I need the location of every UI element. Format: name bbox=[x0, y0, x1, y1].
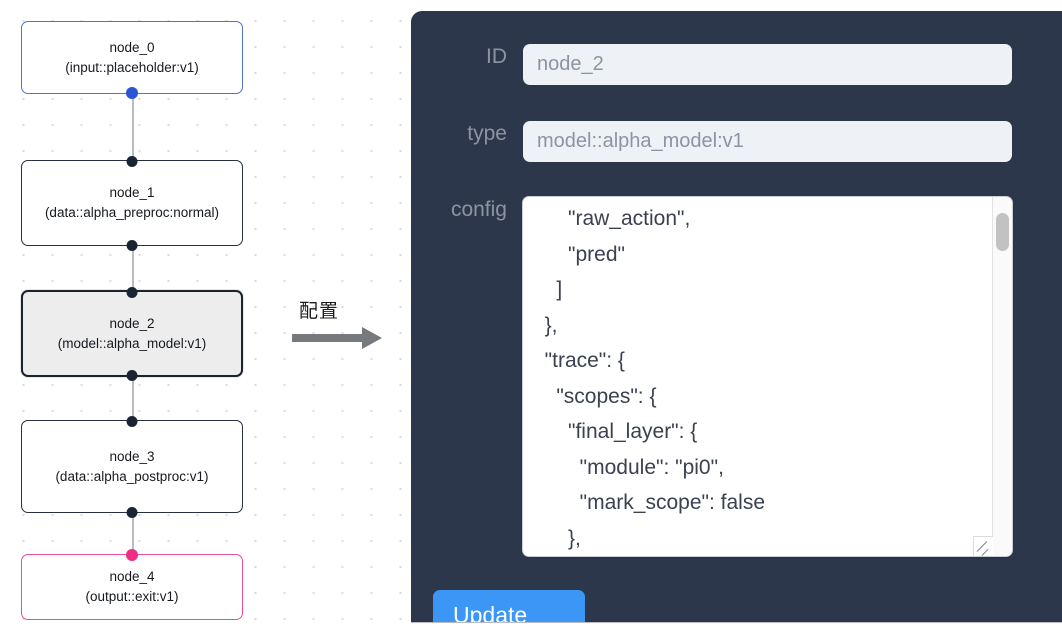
field-row-type: type model::alpha_model:v1 bbox=[411, 121, 1012, 162]
node-handle-target[interactable] bbox=[126, 415, 138, 427]
node-subtitle: (output::exit:v1) bbox=[85, 589, 179, 604]
edge-node1-node2 bbox=[131, 245, 134, 295]
flow-canvas[interactable]: node_0 (input::placeholder:v1) node_1 (d… bbox=[0, 0, 400, 643]
graph-node-node_3[interactable]: node_3 (data::alpha_postproc:v1) bbox=[21, 415, 243, 518]
node-handle-source[interactable] bbox=[126, 369, 138, 381]
config-field-label: config bbox=[450, 198, 507, 221]
node-subtitle: (model::alpha_model:v1) bbox=[57, 335, 207, 351]
node-title: node_1 bbox=[109, 185, 155, 201]
field-row-config: config "raw_action", "pred" ] }, "trace"… bbox=[411, 197, 1012, 556]
panel-bottom-divider bbox=[411, 622, 1062, 623]
graph-node-node_0[interactable]: node_0 (input::placeholder:v1) bbox=[21, 21, 243, 99]
graph-node-node_1[interactable]: node_1 (data::alpha_preproc:normal) bbox=[21, 155, 243, 251]
edge-node2-node3 bbox=[131, 376, 134, 420]
id-field-label: ID bbox=[486, 45, 507, 68]
arrow-shaft bbox=[292, 334, 366, 342]
config-scrollbar-thumb[interactable] bbox=[996, 213, 1009, 251]
config-textarea[interactable]: "raw_action", "pred" ] }, "trace": { "sc… bbox=[544, 207, 765, 550]
id-input[interactable]: node_2 bbox=[523, 44, 1012, 85]
arrow-head-icon bbox=[362, 327, 382, 349]
annotation-label: 配置 bbox=[299, 300, 340, 322]
edge-node3-node4 bbox=[131, 512, 134, 554]
config-textarea-wrapper[interactable]: "raw_action", "pred" ] }, "trace": { "sc… bbox=[523, 197, 1012, 556]
node-handle-target[interactable] bbox=[126, 549, 138, 561]
node-handle-target[interactable] bbox=[126, 286, 138, 298]
node-subtitle: (data::alpha_postproc:v1) bbox=[55, 468, 209, 484]
node-handle-target[interactable] bbox=[126, 155, 138, 167]
node-title: node_3 bbox=[109, 448, 155, 464]
node-config-panel: ID node_2 type model::alpha_model:v1 con… bbox=[411, 11, 1062, 622]
resize-grip-icon[interactable] bbox=[973, 536, 993, 556]
node-subtitle: (input::placeholder:v1) bbox=[65, 59, 199, 75]
node-handle-source[interactable] bbox=[126, 506, 138, 518]
node-title: node_2 bbox=[109, 315, 155, 331]
update-button[interactable]: Update bbox=[433, 590, 585, 622]
node-title: node_0 bbox=[109, 39, 155, 55]
annotation-arrow-group: 配置 bbox=[292, 296, 392, 358]
type-input[interactable]: model::alpha_model:v1 bbox=[523, 121, 1012, 162]
graph-node-node_4[interactable]: node_4 (output::exit:v1) bbox=[21, 549, 243, 620]
type-field-label: type bbox=[467, 122, 507, 145]
node-subtitle: (data::alpha_preproc:normal) bbox=[44, 205, 220, 220]
node-handle-source[interactable] bbox=[126, 239, 138, 251]
node-title: node_4 bbox=[109, 569, 155, 585]
node-handle-source[interactable] bbox=[126, 87, 138, 99]
field-row-id: ID node_2 bbox=[411, 44, 1012, 85]
edge-node0-node1 bbox=[131, 93, 134, 161]
graph-node-node_2[interactable]: node_2 (model::alpha_model:v1) bbox=[21, 286, 243, 381]
config-scrollbar[interactable] bbox=[992, 197, 1012, 556]
